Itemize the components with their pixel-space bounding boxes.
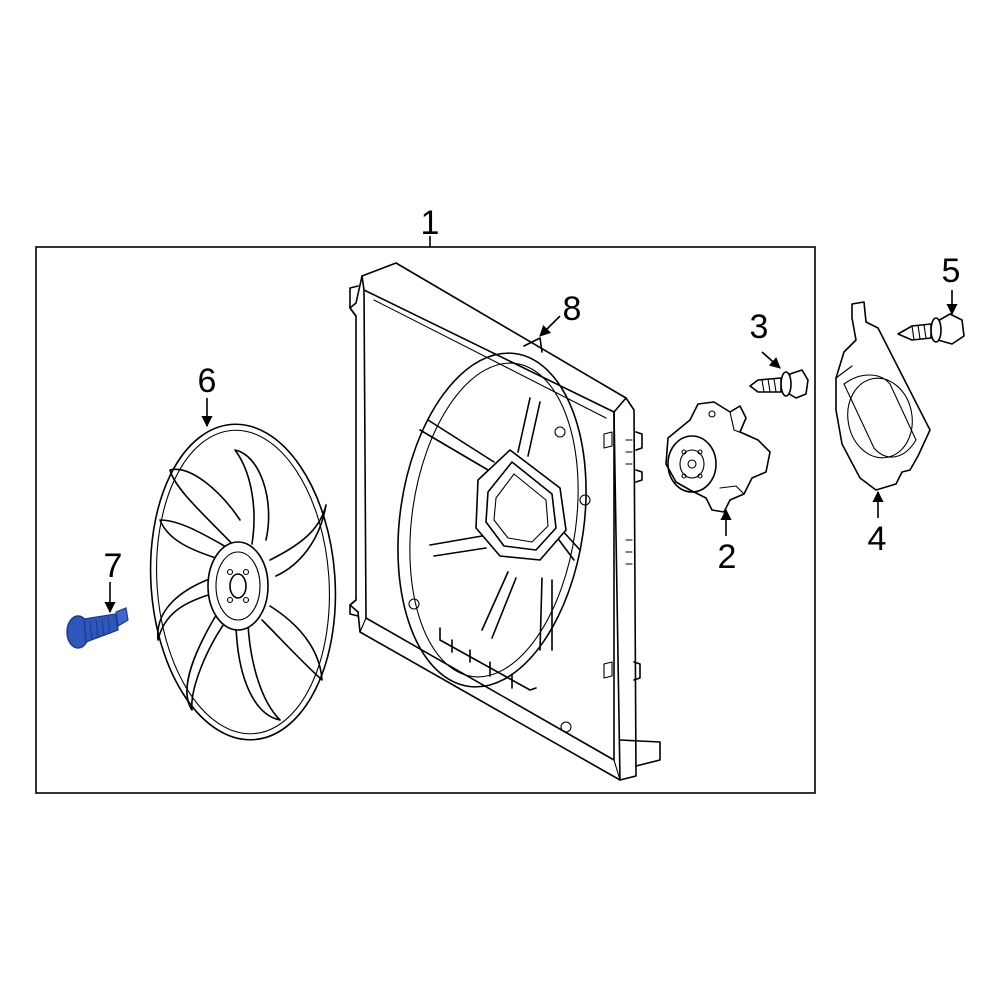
assembly-box [35, 246, 816, 794]
fan-motor[interactable] [665, 401, 771, 513]
callout-2[interactable]: 2 [718, 538, 737, 576]
cover-bolt[interactable] [897, 313, 965, 345]
fan-shroud[interactable] [349, 262, 661, 781]
fan-bolt-highlighted[interactable] [66, 607, 129, 649]
callout-8[interactable]: 8 [563, 290, 582, 328]
callout-7[interactable]: 7 [104, 547, 123, 585]
callout-5[interactable]: 5 [942, 252, 961, 290]
motor-screw[interactable] [749, 369, 809, 399]
callout-3[interactable]: 3 [750, 308, 769, 346]
callout-1[interactable]: 1 [421, 204, 440, 242]
leader-8 [539, 315, 561, 337]
motor-cover[interactable] [835, 301, 931, 491]
callout-6[interactable]: 6 [198, 362, 217, 400]
leader-3 [761, 351, 781, 369]
callout-4[interactable]: 4 [868, 520, 887, 558]
fan-blade[interactable] [140, 418, 346, 746]
